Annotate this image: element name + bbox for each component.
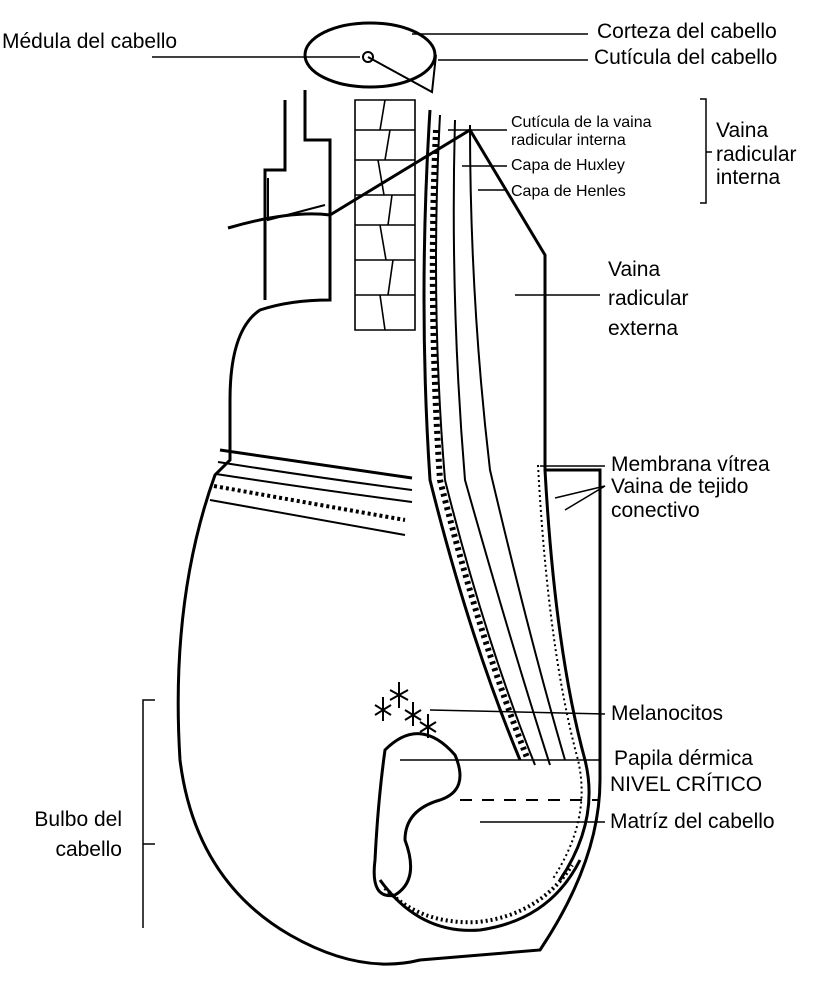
hair-cuticle-label: Cutícula del cabello (594, 46, 777, 70)
henle-layer-label: Capa de Henles (511, 183, 626, 201)
huxley-layer-label: Capa de Huxley (511, 157, 625, 175)
critical-level-label: NIVEL CRÍTICO (610, 773, 762, 797)
cortex-label: Corteza del cabello (597, 20, 777, 44)
connective-tissue-label: Vaina de tejido conectivo (611, 475, 811, 523)
hair-bulb-label: Bulbo del cabello (20, 805, 122, 866)
hair-matrix-label: Matríz del cabello (610, 810, 775, 834)
dermal-papilla-label: Papila dérmica (614, 747, 753, 771)
bulb-bracket (143, 700, 155, 928)
step-layer-1 (305, 90, 330, 300)
medulla-label: Médula del cabello (2, 30, 150, 54)
inner-sheath-cuticle-label: Cutícula de la vaina radicular interna (511, 114, 701, 150)
melanocytes-label: Melanocitos (611, 702, 723, 726)
glassy-membrane-label: Membrana vítrea (611, 453, 770, 477)
inner-root-sheath-label: Vaina radicular interna (716, 119, 816, 190)
outer-root-sheath-label: Vaina radicular externa (608, 255, 718, 343)
